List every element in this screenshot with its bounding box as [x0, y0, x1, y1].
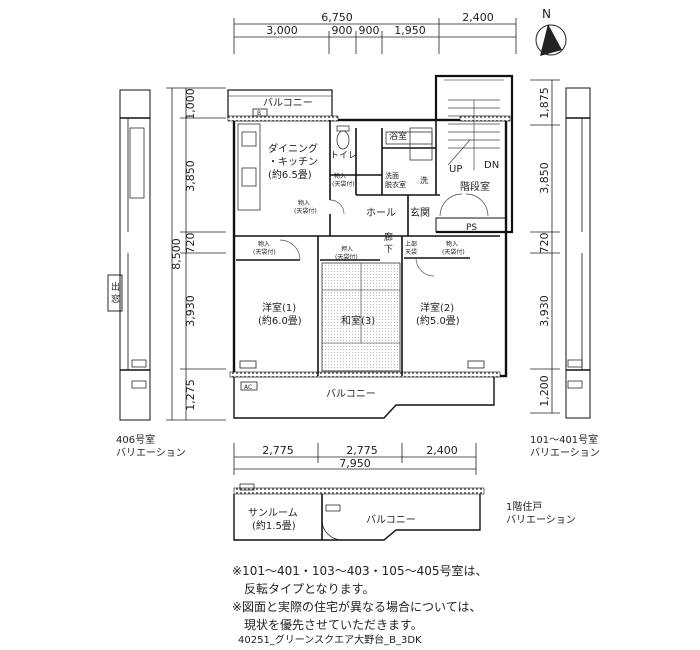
- western1-label-2: (約6.0畳): [258, 314, 302, 327]
- note-line-2: 反転タイプとなります。: [244, 582, 375, 596]
- western2-label-1: 洋室(2): [420, 301, 454, 314]
- western1-label-1: 洋室(1): [262, 301, 296, 314]
- footer-caption: 40251_グリーンスクエア大野台_B_3DK: [238, 635, 422, 646]
- entrance-label: 玄関: [410, 206, 430, 219]
- dim-top-seg-1: 3,000: [266, 24, 298, 37]
- hall-label: ホール: [366, 207, 396, 219]
- storage-w1-label-1: 物入: [258, 240, 270, 248]
- western2-label-2: (約5.0畳): [416, 314, 460, 327]
- interior-walls: [234, 120, 500, 376]
- svg-text:N: N: [542, 7, 551, 21]
- sunroom-label-1: サンルーム: [248, 507, 298, 519]
- dim-left-seg-3: 720: [184, 233, 197, 254]
- corridor-label-1: 廊: [384, 231, 393, 243]
- dim-bottom-seg-2: 2,775: [346, 444, 378, 457]
- right-dimensions: [530, 79, 560, 414]
- dim-top-seg-2: 900: [332, 24, 353, 37]
- note-line-3: ※図面と実際の住宅が異なる場合については、: [232, 600, 482, 614]
- dim-right-seg-3: 720: [538, 233, 551, 254]
- first-floor-variation: [233, 483, 485, 541]
- dim-bottom-seg-1: 2,775: [262, 444, 294, 457]
- upper-storage-label-1: 上部: [405, 240, 417, 248]
- dining-kitchen-label-3: (約6.5畳): [268, 168, 312, 181]
- right-variation: [565, 87, 591, 419]
- dim-right-seg-1: 1,875: [538, 87, 551, 119]
- washroom-label-1: 洗面: [385, 171, 399, 180]
- dim-bottom-total: 7,950: [339, 457, 371, 470]
- top-dimensions: [233, 18, 517, 54]
- balcony-bottom-label: バルコニー: [326, 388, 376, 400]
- dining-kitchen-label-2: ・キッチン: [268, 156, 318, 168]
- bottom-dimensions: [233, 443, 477, 475]
- storage-w2-label-1: 物入: [446, 240, 458, 248]
- right-variation-caption-1: 101～401号室: [530, 433, 598, 446]
- dim-right-seg-5: 1,200: [538, 375, 551, 407]
- kitchen-counter: [237, 123, 261, 211]
- storage-small-label-1: 物入: [334, 172, 346, 180]
- japanese-label: 和室(3): [341, 314, 375, 327]
- left-variation-caption-2: バリエーション: [116, 447, 186, 459]
- dim-left-seg-4: 3,930: [184, 295, 197, 327]
- bay-window-label-1: 出: [111, 281, 120, 293]
- dim-top-total: 6,750: [321, 11, 353, 24]
- closet-label-1: 押入: [341, 245, 353, 253]
- dim-top-right: 2,400: [462, 11, 494, 24]
- closet-label-2: (天袋付): [335, 253, 358, 261]
- dim-left-total: 8,500: [170, 238, 183, 270]
- storage-w1-label-2: (天袋付): [253, 248, 276, 256]
- toilet-label: トイレ: [330, 151, 357, 161]
- washroom-label-2: 脱衣室: [385, 180, 406, 189]
- dim-right-seg-4: 3,930: [538, 295, 551, 327]
- bath-label: 浴室: [389, 130, 407, 142]
- first-floor-balcony-label: バルコニー: [366, 514, 416, 526]
- dim-top-seg-3: 900: [359, 24, 380, 37]
- bay-window-label-2: 窓: [111, 293, 120, 305]
- toilet-icon: [336, 125, 350, 150]
- dim-left-seg-5: 1,275: [184, 379, 197, 411]
- wash-label: 洗: [420, 175, 428, 185]
- upper-storage-label-2: 天袋: [405, 248, 417, 256]
- ps-label: PS: [466, 223, 477, 233]
- dim-right-seg-2: 3,850: [538, 162, 551, 194]
- storage-w2-label-2: (天袋付): [442, 248, 465, 256]
- corridor-label-2: 下: [384, 245, 393, 255]
- first-floor-caption-2: バリエーション: [506, 514, 576, 526]
- compass-icon: N: [535, 7, 567, 56]
- storage-dk-label-1: 物入: [298, 199, 310, 207]
- up-label: UP: [449, 164, 462, 175]
- door-swings: [279, 193, 489, 277]
- dim-bottom-seg-3: 2,400: [426, 444, 458, 457]
- left-variation: [107, 89, 151, 421]
- stairs-label: 階段室: [460, 180, 490, 193]
- bathtub-icon: [385, 127, 433, 161]
- storage-dk-label-2: (天袋付): [294, 207, 317, 215]
- dim-left-seg-2: 3,850: [184, 160, 197, 192]
- dining-kitchen-label-1: ダイニング: [268, 142, 318, 155]
- first-floor-caption-1: 1階住戸: [506, 500, 542, 513]
- right-variation-caption-2: バリエーション: [530, 447, 600, 459]
- dim-left-seg-1: 1,000: [184, 88, 197, 120]
- storage-small-label-2: (天袋付): [332, 180, 355, 188]
- left-dimensions: [166, 87, 226, 421]
- note-line-1: ※101～401・103～403・105～405号室は、: [232, 564, 488, 578]
- dn-label: DN: [484, 160, 499, 171]
- note-line-4: 現状を優先させていただきます。: [244, 618, 423, 632]
- left-variation-caption-1: 406号室: [116, 433, 155, 446]
- ac-label: AC: [244, 384, 252, 391]
- balcony-top-label: バルコニー: [263, 97, 313, 109]
- b-label: B: [257, 110, 261, 117]
- stairs: [447, 99, 500, 170]
- dim-top-seg-4: 1,950: [394, 24, 426, 37]
- sunroom-label-2: (約1.5畳): [252, 519, 296, 532]
